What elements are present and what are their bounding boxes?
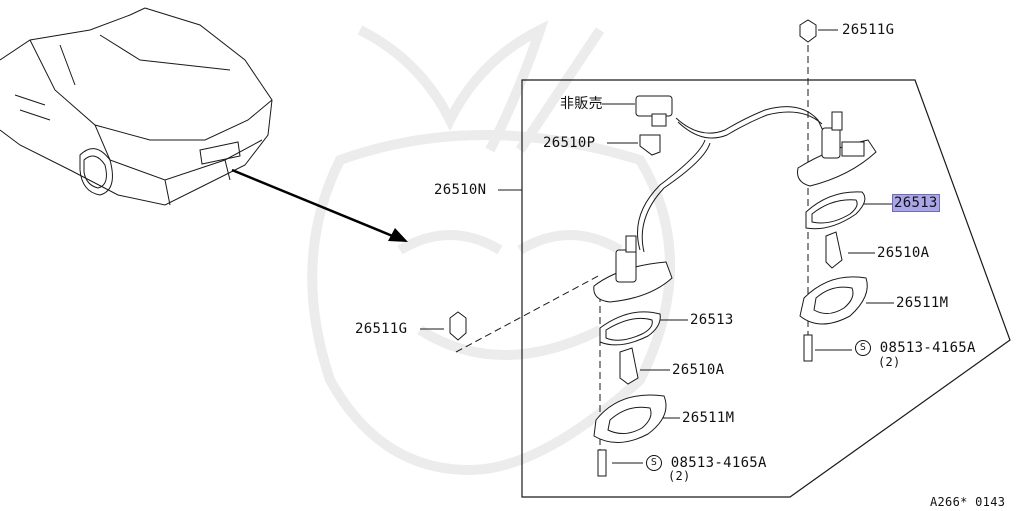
callout-harness: 26510N (434, 182, 487, 198)
lamp-assembly-right (797, 19, 877, 362)
screw-part-number: 08513-4165A (879, 340, 976, 356)
watermark-emblem (307, 20, 675, 476)
callout-gasket-right-highlighted[interactable]: 26513 (892, 194, 940, 212)
leader-lines (420, 29, 894, 464)
callout-screw-right-qty: (2) (878, 355, 901, 369)
harness-wire (637, 106, 826, 253)
pointer-arrow (231, 168, 408, 242)
screw-part-number: 08513-4165A (670, 455, 767, 471)
callout-screw-left: S 08513-4165A (646, 455, 767, 471)
assembly-frame (521, 79, 1011, 498)
callout-housing-right: 26511M (896, 295, 949, 311)
callout-gasket-left: 26513 (690, 312, 734, 328)
callout-screw-right: S 08513-4165A (855, 340, 976, 356)
callout-bracket: 26510P (543, 135, 596, 151)
car-illustration (0, 7, 273, 206)
screw-symbol-icon: S (646, 455, 662, 471)
callout-screw-left-qty: (2) (668, 469, 691, 483)
callout-clip-top: 26511G (842, 22, 895, 38)
screw-symbol-icon: S (855, 340, 871, 356)
callout-bulb-left: 26510A (672, 362, 725, 378)
diagram-code: A266* 0143 (930, 495, 1006, 509)
lamp-assembly-left (449, 235, 673, 477)
callout-housing-left: 26511M (682, 410, 735, 426)
bracket-part (639, 134, 661, 156)
callout-bulb-right: 26510A (877, 245, 930, 261)
callout-clip-left: 26511G (355, 321, 408, 337)
callout-not-sold: 非販売 (560, 96, 603, 112)
connector-part (635, 95, 673, 127)
